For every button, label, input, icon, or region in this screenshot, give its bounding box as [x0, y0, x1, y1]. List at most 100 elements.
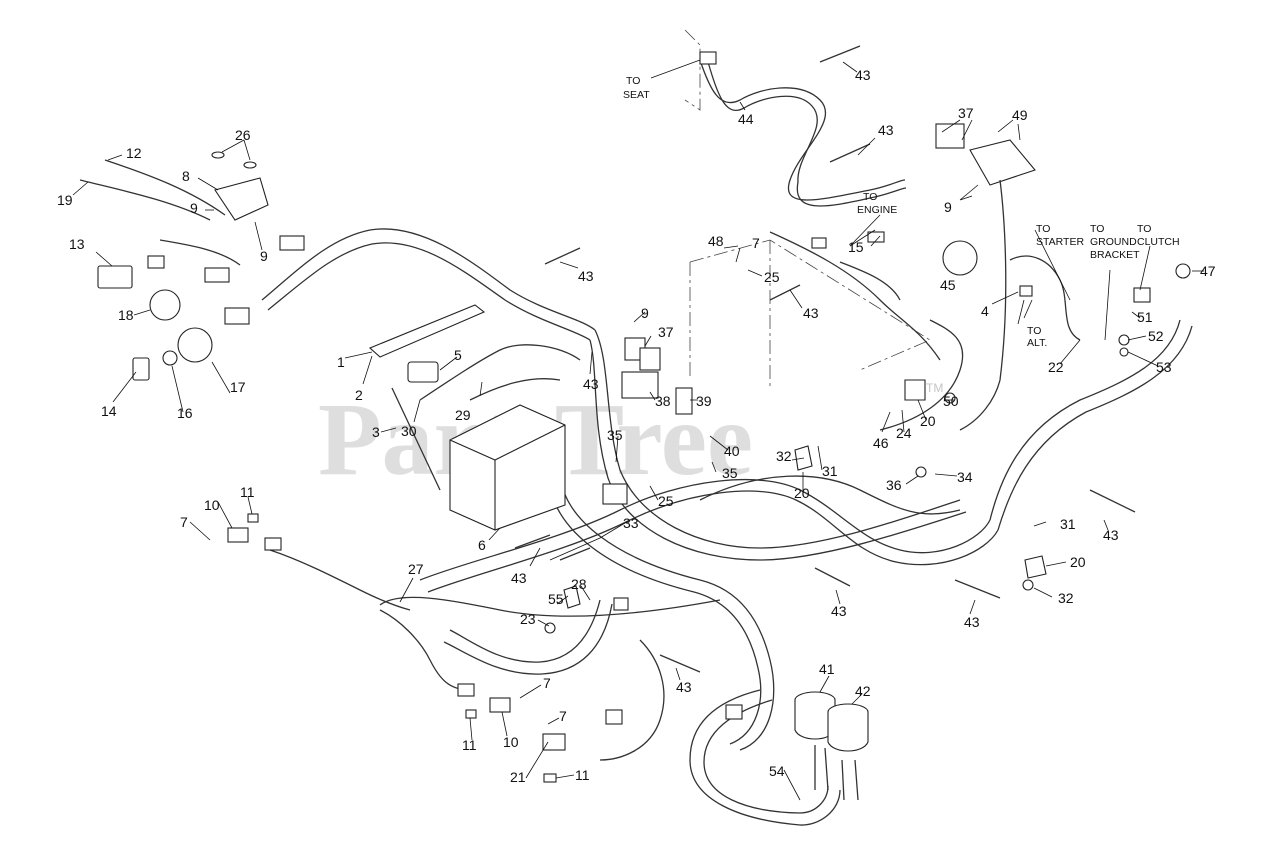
callout-12: 12 [126, 145, 142, 161]
callout-14: 14 [101, 403, 117, 419]
callout-52: 52 [1148, 328, 1164, 344]
callout-54: 54 [769, 763, 785, 779]
engine-area [689, 231, 941, 390]
callout-17: 17 [230, 379, 246, 395]
part-14-indicator [132, 357, 150, 381]
part-32-nut-b [1022, 579, 1034, 591]
part-17-light-switch [177, 327, 213, 363]
part-39-connector [675, 387, 693, 415]
part-26-plug-b [243, 161, 257, 169]
part-47-ground [1175, 263, 1191, 279]
callout-23: 23 [520, 611, 536, 627]
callout-47: 47 [1200, 263, 1216, 279]
callout-28: 28 [571, 576, 587, 592]
callout-43: 43 [964, 614, 980, 630]
part-18-key-switch [149, 289, 181, 321]
callout-41: 41 [819, 661, 835, 677]
callout-6: 6 [478, 537, 486, 553]
callout-7: 7 [180, 514, 188, 530]
part-45-ignition [942, 240, 978, 276]
callout-9: 9 [190, 200, 198, 216]
right-parts [794, 179, 1191, 591]
callout-43: 43 [831, 603, 847, 619]
callout-35: 35 [722, 465, 738, 481]
callout-50: 50 [943, 393, 959, 409]
callout-53: 53 [1156, 359, 1172, 375]
callout-39: 39 [696, 393, 712, 409]
dash-connector-d [147, 255, 165, 269]
callout-38: 38 [655, 393, 671, 409]
callout-11: 11 [575, 767, 590, 783]
note-to-starter-line2: STARTER [1036, 236, 1084, 248]
callout-19: 19 [57, 192, 73, 208]
callout-5: 5 [454, 347, 462, 363]
callout-1: 1 [337, 354, 345, 370]
leader-lines [72, 59, 1204, 801]
dash-connector-a [204, 267, 230, 283]
note-to-clutch-line2: CLUTCH [1137, 236, 1180, 248]
callout-51: 51 [1137, 309, 1153, 325]
callout-37: 37 [958, 105, 974, 121]
part-37-relay-c [935, 123, 965, 149]
callout-30: 30 [401, 423, 417, 439]
engine-connector [811, 237, 827, 249]
callout-7: 7 [543, 675, 551, 691]
part-16-nut [162, 350, 178, 366]
lower-connector-b [457, 683, 475, 697]
relay-group [602, 123, 1036, 505]
dash-connector-b [224, 307, 250, 325]
callout-9: 9 [944, 199, 952, 215]
part-4-terminal [1019, 285, 1033, 297]
callout-45: 45 [940, 277, 956, 293]
note-to-seat-line1: TO [626, 75, 640, 87]
callout-15: 15 [848, 239, 864, 255]
part-21-relay [542, 733, 566, 751]
part-8-bracket [214, 177, 269, 221]
lower-connector-d [725, 704, 743, 720]
callout-33: 33 [623, 515, 639, 531]
notes: TO SEAT TO ENGINE TO STARTER TO GROUND B… [623, 75, 1180, 349]
part-37-relay-b [639, 347, 661, 371]
part-11-clip-a [247, 513, 259, 523]
part-13-switch [97, 265, 133, 289]
callout-11: 11 [462, 737, 477, 753]
callouts: 43 44 43 37 49 9 15 48 7 25 43 43 43 9 3… [57, 67, 1216, 785]
watermark-trademark: TM [926, 381, 943, 395]
callout-24: 24 [896, 425, 912, 441]
note-to-ground-bracket-line1: TO [1090, 223, 1104, 235]
callout-48: 48 [708, 233, 724, 249]
note-to-ground-bracket-line3: BRACKET [1090, 249, 1140, 261]
callout-44: 44 [738, 111, 754, 127]
callout-10: 10 [204, 497, 220, 513]
callout-31: 31 [822, 463, 838, 479]
note-to-engine-line2: ENGINE [857, 204, 897, 216]
callout-20: 20 [920, 413, 936, 429]
callout-13: 13 [69, 236, 85, 252]
part-38-fuse-block [621, 371, 659, 399]
lower-connector-a [264, 537, 282, 551]
lower-connector-e [613, 597, 629, 611]
callout-34: 34 [957, 469, 973, 485]
part-36-nut [915, 466, 927, 478]
callout-43: 43 [583, 376, 599, 392]
callout-40: 40 [724, 443, 740, 459]
callout-22: 22 [1048, 359, 1064, 375]
callout-21: 21 [510, 769, 526, 785]
seat-harness [684, 29, 907, 207]
callout-55: 55 [548, 591, 564, 607]
callout-18: 18 [118, 307, 134, 323]
callout-4: 4 [981, 303, 989, 319]
note-to-alt-line2: ALT. [1027, 337, 1047, 349]
part-15-sender [867, 231, 885, 243]
callout-43: 43 [676, 679, 692, 695]
part-26-plug [211, 151, 225, 159]
note-to-ground-bracket-line2: GROUND [1090, 236, 1137, 248]
part-20-clamp-a [904, 379, 926, 401]
callout-46: 46 [873, 435, 889, 451]
callout-29: 29 [455, 407, 471, 423]
part-51-connector [1133, 287, 1151, 303]
callout-2: 2 [355, 387, 363, 403]
battery-group [368, 304, 581, 531]
callout-37: 37 [658, 324, 674, 340]
